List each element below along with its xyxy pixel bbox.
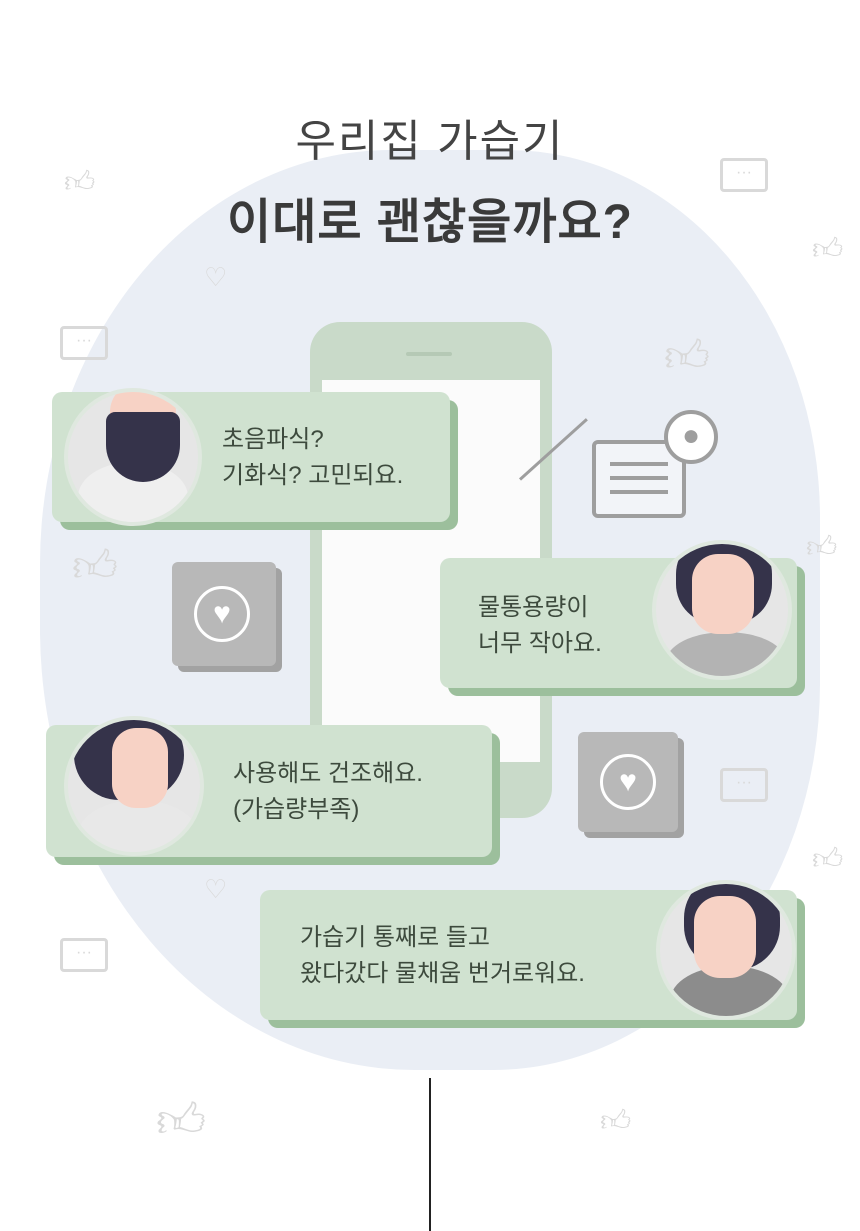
title-line-1: 우리집 가습기 xyxy=(295,117,565,166)
line: 왔다갔다 물채움 번거로워요. xyxy=(300,960,585,987)
line: 물통용량이 xyxy=(478,594,589,621)
heart-outline-icon: ♡ xyxy=(204,874,228,904)
speech-dots-icon: ··· xyxy=(60,938,108,972)
heart-chat-icon: ♥ xyxy=(578,732,678,832)
line: 기화식? 고민되요. xyxy=(222,462,404,489)
avatar-woman-long-hair xyxy=(652,540,792,680)
thumbs-up-icon: 👍︎ xyxy=(72,542,118,591)
divider-line xyxy=(429,1078,431,1231)
heart-outline-icon: ♡ xyxy=(204,262,228,292)
chat-text-4: 가습기 통째로 들고 왔다갔다 물채움 번거로워요. xyxy=(300,920,585,992)
speech-dots-icon: ··· xyxy=(720,768,768,802)
avatar-bearded-man xyxy=(64,388,202,526)
heart-icon: ♥ xyxy=(600,754,656,810)
thumbs-up-icon: 👍︎ xyxy=(156,1095,207,1148)
thumbs-up-icon: 👍︎ xyxy=(812,843,844,876)
line: 가습기 통째로 들고 xyxy=(300,924,490,951)
line: (가습량부족) xyxy=(233,796,360,823)
thumbs-up-icon: 👍︎ xyxy=(806,531,838,564)
chat-text-1: 초음파식? 기화식? 고민되요. xyxy=(222,422,403,494)
line: 너무 작아요. xyxy=(478,630,602,657)
title-line-2: 이대로 괜찮을까요? xyxy=(227,196,633,249)
line: 사용해도 건조해요. xyxy=(233,760,423,787)
chat-text-2: 물통용량이 너무 작아요. xyxy=(478,590,602,662)
thumbs-up-icon: 👍︎ xyxy=(600,1105,632,1138)
thumbs-up-icon: 👍︎ xyxy=(64,166,96,199)
chat-text-3: 사용해도 건조해요. (가습량부족) xyxy=(233,756,423,828)
heart-icon: ♥ xyxy=(194,586,250,642)
speech-dots-icon: ··· xyxy=(720,158,768,192)
avatar-woman-curly-hair xyxy=(64,716,204,856)
speech-dots-icon: ··· xyxy=(60,326,108,360)
phone-speaker xyxy=(406,352,452,356)
heart-chat-icon: ♥ xyxy=(172,562,276,666)
user-profile-icon: ● xyxy=(664,410,718,464)
avatar-woman-bun xyxy=(656,880,796,1020)
line: 초음파식? xyxy=(222,426,324,453)
thumbs-up-icon: 👍︎ xyxy=(812,233,844,266)
thumbs-up-icon: 👍︎ xyxy=(664,332,710,381)
